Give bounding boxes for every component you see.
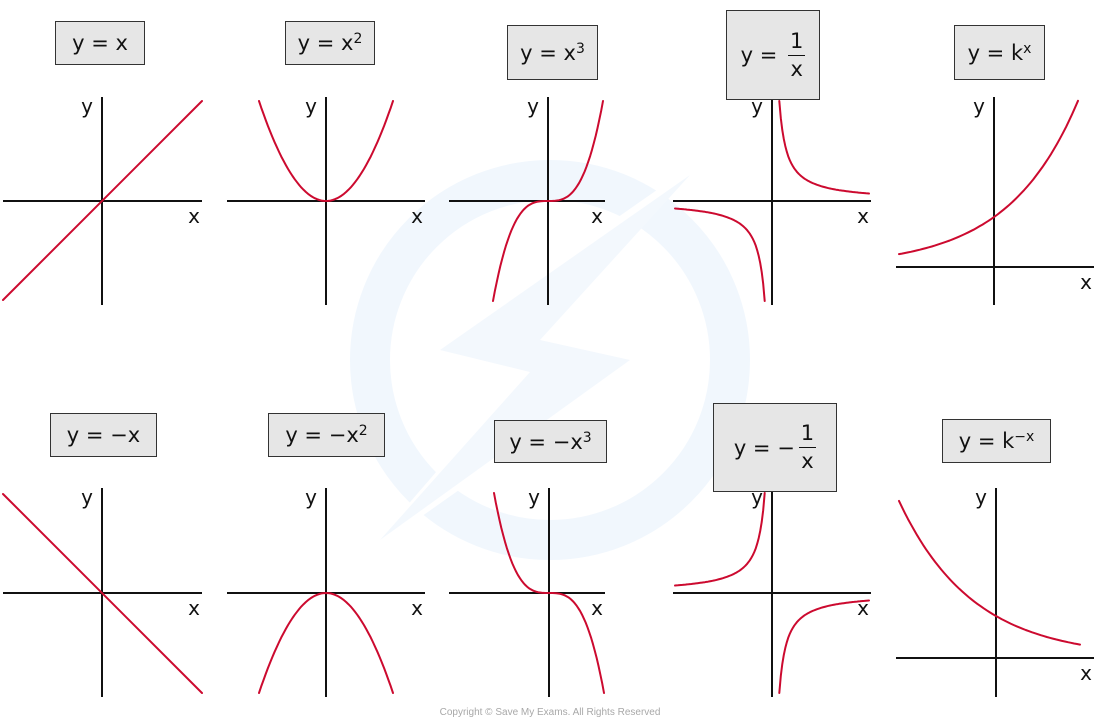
y-axis-label: y: [81, 485, 93, 509]
equation-base: x: [127, 423, 141, 447]
equation-base: x: [563, 40, 576, 65]
equation-lhs: y =: [967, 40, 1011, 65]
x-axis-label: x: [188, 596, 200, 620]
graph-panel-y-eq-neg-x: yx: [2, 485, 203, 697]
equation-exponent: 2: [358, 423, 368, 439]
equation-lhs: y =: [66, 423, 111, 447]
graph-panel-y-eq-1-over-x: yx: [673, 94, 871, 305]
equation-sign: −: [777, 435, 795, 460]
x-axis-label: x: [591, 596, 603, 620]
curve-y-eq-neg-1-over-x-branch-2: [778, 599, 870, 694]
equation-exponent: −x: [1014, 429, 1035, 445]
equation-exponent: 3: [582, 429, 592, 446]
graph-panel-y-eq-x3: yx: [449, 94, 605, 305]
equation-base: k: [1010, 40, 1024, 65]
equation-exponent: 3: [575, 40, 585, 57]
y-axis-label: y: [528, 485, 540, 509]
equation-lhs: y =: [733, 435, 778, 460]
y-axis-label: y: [527, 94, 539, 118]
equation-lhs: y =: [297, 31, 341, 55]
equation-base: x: [115, 31, 128, 55]
equation-base: x: [346, 423, 359, 447]
curve-y-eq-x: [2, 100, 203, 301]
curve-y-eq-x3: [492, 100, 604, 302]
fraction-denominator: x: [790, 56, 803, 81]
curve-y-eq-neg-1-over-x: [674, 492, 766, 587]
curve-y-eq-x2: [258, 100, 394, 202]
equation-sign: −: [110, 423, 128, 447]
curve-y-eq-k-pow-x: [898, 99, 1079, 256]
y-axis-label: y: [973, 94, 985, 118]
fraction-numerator: 1: [798, 423, 817, 448]
curve-y-eq-1-over-x-branch-2: [674, 207, 766, 302]
x-axis-label: x: [591, 204, 603, 228]
x-axis-label: x: [857, 596, 869, 620]
copyright-notice: Copyright © Save My Exams. All Rights Re…: [439, 707, 661, 718]
equation-sign: −: [328, 423, 347, 447]
graph-panel-y-eq-k-pow-x: yx: [896, 94, 1094, 305]
graph-panel-y-eq-x: yx: [2, 94, 203, 305]
equation-label-y-eq-neg-x: y = −x: [50, 413, 157, 457]
y-axis-label: y: [305, 94, 317, 118]
curve-y-eq-1-over-x: [778, 100, 870, 195]
x-axis-label: x: [188, 204, 200, 228]
graph-panel-y-eq-neg-x3: yx: [449, 485, 605, 697]
x-axis-label: x: [857, 204, 869, 228]
y-axis-label: y: [751, 94, 763, 118]
equation-base: x: [570, 429, 583, 454]
x-axis-label: x: [411, 204, 423, 228]
graph-panel-y-eq-neg-x2: yx: [227, 485, 425, 697]
equation-base: k: [1002, 429, 1015, 453]
equation-label-y-eq-x: y = x: [55, 21, 145, 65]
equation-lhs: y =: [509, 429, 553, 454]
x-axis-label: x: [411, 596, 423, 620]
curve-y-eq-k-pow-neg-x: [898, 499, 1081, 646]
equation-lhs: y =: [740, 43, 784, 67]
x-axis-label: x: [1080, 270, 1092, 294]
equation-lhs: y =: [285, 423, 329, 447]
equation-lhs: y =: [72, 31, 116, 55]
y-axis-label: y: [975, 485, 987, 509]
equation-lhs: y =: [520, 40, 564, 65]
fraction-numerator: 1: [788, 30, 806, 56]
equation-exponent: x: [1023, 40, 1032, 57]
curve-y-eq-neg-x2: [258, 592, 394, 694]
equation-exponent: 2: [353, 31, 363, 47]
fraction-denominator: x: [801, 449, 814, 473]
curve-y-eq-neg-x: [2, 493, 203, 694]
x-axis-label: x: [1080, 661, 1092, 685]
graph-panel-y-eq-neg-1-over-x: yx: [673, 485, 871, 697]
graph-panel-y-eq-k-pow-neg-x: yx: [896, 485, 1094, 697]
equation-label-y-eq-k-pow-neg-x: y = k−x: [942, 419, 1051, 463]
curve-y-eq-neg-x3: [493, 492, 605, 694]
equation-base: x: [341, 31, 354, 55]
graph-panel-y-eq-x2: yx: [227, 94, 425, 305]
y-axis-label: y: [305, 485, 317, 509]
y-axis-label: y: [81, 94, 93, 118]
equation-lhs: y =: [958, 429, 1003, 453]
equation-sign: −: [552, 429, 571, 454]
